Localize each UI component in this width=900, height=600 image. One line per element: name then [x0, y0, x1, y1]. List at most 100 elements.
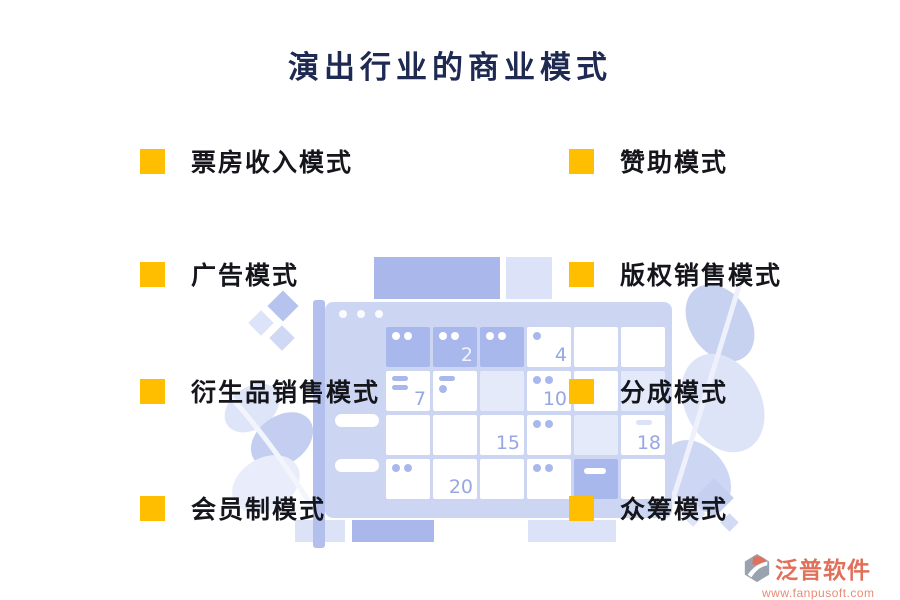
event-dot-icon [486, 332, 494, 340]
calendar-cell: 15 [480, 415, 524, 455]
event-bar-icon [439, 376, 455, 381]
day-number: 20 [448, 476, 473, 498]
calendar-cell [621, 327, 665, 367]
calendar-cell: 20 [433, 459, 477, 499]
calendar-cell [527, 459, 571, 499]
event-dot-icon [545, 464, 553, 472]
event-dot-icon [392, 332, 400, 340]
list-item-box-office: 票房收入模式 [140, 143, 353, 179]
event-marks [533, 464, 557, 472]
fanpu-logo-icon [744, 553, 770, 583]
day-number: 7 [413, 388, 426, 410]
day-number: 18 [636, 432, 661, 454]
calendar-cell [386, 415, 430, 455]
decor-diamond [248, 310, 274, 336]
event-marks [533, 420, 557, 428]
event-dot-icon [533, 464, 541, 472]
calendar-cell [433, 371, 477, 411]
day-number: 2 [460, 344, 473, 366]
bullet-square-icon [140, 495, 165, 521]
day-number: 10 [542, 388, 567, 410]
event-marks [533, 376, 557, 384]
event-dot-icon [533, 420, 541, 428]
event-marks [392, 464, 416, 472]
calendar-cell: 10 [527, 371, 571, 411]
event-marks [584, 468, 610, 474]
calendar-cell [480, 327, 524, 367]
event-dot-icon [451, 332, 459, 340]
decor-diamond [267, 290, 299, 322]
list-item-label: 广告模式 [191, 263, 300, 290]
list-item-sponsorship: 赞助模式 [569, 143, 728, 179]
bullet-square-icon [140, 261, 165, 287]
event-marks [439, 332, 463, 340]
event-dot-icon [439, 385, 447, 393]
list-item-label: 会员制模式 [191, 497, 327, 524]
footer-brand[interactable]: 泛普软件 www.fanpusoft.com [742, 551, 892, 600]
day-number: 4 [554, 344, 567, 366]
calendar-cell: 4 [527, 327, 571, 367]
calendar-illustration: 2 4 7 10 15 18 20 [325, 302, 672, 518]
calendar-cell [621, 371, 665, 411]
calendar-cell [386, 327, 430, 367]
brand-url[interactable]: www.fanpusoft.com [762, 586, 875, 600]
calendar-cell [621, 459, 665, 499]
calendar-cell [574, 327, 618, 367]
decor-rectangle [528, 520, 616, 542]
bullet-square-icon [569, 148, 594, 174]
list-item-advertising: 广告模式 [140, 256, 299, 292]
list-item-copyright: 版权销售模式 [569, 256, 782, 292]
calendar-cell [433, 415, 477, 455]
list-item-label: 票房收入模式 [191, 150, 354, 177]
calendar-cell [480, 371, 524, 411]
window-dot-icon [339, 310, 347, 318]
calendar-cell [480, 459, 524, 499]
list-item-label: 衍生品销售模式 [191, 380, 381, 407]
event-dot-icon [392, 464, 400, 472]
calendar-row-pill [335, 459, 379, 472]
event-marks [392, 376, 416, 390]
list-item-label: 分成模式 [620, 380, 729, 407]
list-item-label: 版权销售模式 [620, 263, 783, 290]
calendar-grid: 2 4 7 10 15 18 20 [386, 327, 665, 499]
decor-diamond [269, 325, 295, 351]
event-marks [486, 332, 510, 340]
event-marks [533, 332, 557, 340]
decor-rectangle [506, 257, 552, 299]
event-marks [392, 332, 416, 340]
window-dot-icon [357, 310, 365, 318]
list-item-membership: 会员制模式 [140, 490, 326, 526]
bullet-square-icon [140, 148, 165, 174]
event-dot-icon [545, 376, 553, 384]
calendar-cell [574, 415, 618, 455]
list-item-crowdfunding: 众筹模式 [569, 490, 728, 526]
calendar-window-dots [339, 310, 383, 318]
window-dot-icon [375, 310, 383, 318]
event-dot-icon [533, 376, 541, 384]
day-number: 15 [495, 432, 520, 454]
brand-name: 泛普软件 [775, 558, 871, 583]
bullet-square-icon [569, 495, 594, 521]
event-bar-icon [392, 376, 408, 381]
decor-rectangle [352, 520, 434, 542]
event-dot-icon [545, 420, 553, 428]
bullet-square-icon [140, 378, 165, 404]
event-marks [439, 376, 463, 393]
event-dot-icon [404, 332, 412, 340]
bullet-square-icon [569, 378, 594, 404]
list-item-label: 众筹模式 [620, 497, 729, 524]
event-dot-icon [533, 332, 541, 340]
bullet-square-icon [569, 261, 594, 287]
decor-rectangle [374, 257, 500, 299]
event-bar-icon [392, 385, 408, 390]
event-dot-icon [404, 464, 412, 472]
leaf-decoration-right [663, 282, 765, 519]
list-item-label: 赞助模式 [620, 150, 729, 177]
list-item-revenue-share: 分成模式 [569, 373, 728, 409]
event-bar-icon [584, 468, 606, 474]
calendar-cell [386, 459, 430, 499]
calendar-cell: 18 [621, 415, 665, 455]
calendar-row-pill [335, 414, 379, 427]
list-item-derivatives: 衍生品销售模式 [140, 373, 380, 409]
event-dot-icon [498, 332, 506, 340]
